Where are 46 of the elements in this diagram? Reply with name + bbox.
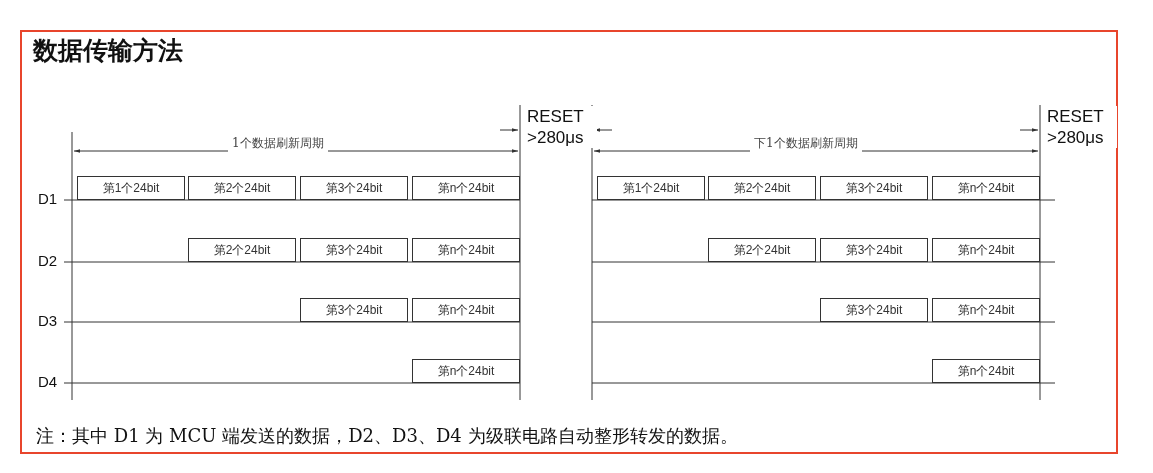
data-frame-box: [412, 176, 520, 200]
data-frame-box: [932, 359, 1040, 383]
frame-label: 第n个24bit: [437, 301, 495, 319]
frame-label: 第2个24bit: [213, 179, 271, 197]
reset-time-label: RESET >280μs: [1047, 106, 1117, 148]
frame-label: 第3个24bit: [325, 241, 383, 259]
frame-label: 第2个24bit: [213, 241, 271, 259]
reset-time-label: RESET >280μs: [527, 106, 597, 148]
frame-label: 第3个24bit: [845, 301, 903, 319]
data-frame-box: [820, 176, 928, 200]
data-frame-box: [597, 176, 705, 200]
frame-label: 第n个24bit: [957, 241, 1015, 259]
data-frame-box: [188, 176, 296, 200]
data-frame-box: [932, 176, 1040, 200]
data-frame-box: [412, 238, 520, 262]
period-label: 1个数据刷新周期: [228, 135, 328, 152]
data-frame-box: [300, 298, 408, 322]
frame-label: 第n个24bit: [957, 301, 1015, 319]
frame-label: 第n个24bit: [957, 179, 1015, 197]
frame-label: 第3个24bit: [325, 179, 383, 197]
frame-label: 第1个24bit: [102, 179, 160, 197]
frame-label: 第n个24bit: [957, 362, 1015, 380]
data-frame-box: [300, 238, 408, 262]
title: 数据传输方法: [33, 35, 183, 67]
data-frame-box: [708, 176, 816, 200]
frame-label: 第3个24bit: [845, 179, 903, 197]
frame-label: 第n个24bit: [437, 179, 495, 197]
frame-label: 第2个24bit: [733, 179, 791, 197]
data-frame-box: [820, 298, 928, 322]
frame-label: 第3个24bit: [325, 301, 383, 319]
data-frame-box: [412, 298, 520, 322]
period-label: 下1个数据刷新周期: [750, 135, 862, 152]
data-frame-box: [708, 238, 816, 262]
data-frame-box: [412, 359, 520, 383]
data-frame-box: [77, 176, 185, 200]
frame-label: 第1个24bit: [622, 179, 680, 197]
data-frame-box: [188, 238, 296, 262]
data-frame-box: [820, 238, 928, 262]
data-frame-box: [932, 238, 1040, 262]
data-frame-box: [300, 176, 408, 200]
frame-label: 第n个24bit: [437, 241, 495, 259]
frame-label: 第n个24bit: [437, 362, 495, 380]
frame-label: 第2个24bit: [733, 241, 791, 259]
data-frame-box: [932, 298, 1040, 322]
footnote: 注：其中 D1 为 MCU 端发送的数据，D2、D3、D4 为级联电路自动整形转发的数据。: [36, 424, 738, 448]
frame-label: 第3个24bit: [845, 241, 903, 259]
